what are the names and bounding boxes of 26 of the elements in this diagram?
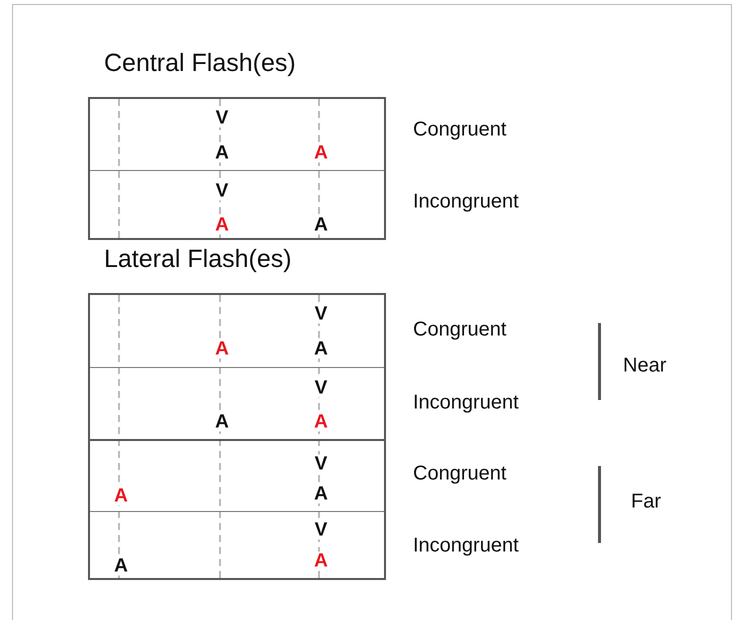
condition-label: Incongruent <box>413 534 519 558</box>
stimulus-letter: V <box>314 304 328 324</box>
stimulus-letter: A <box>313 216 329 234</box>
stimulus-letter: A <box>214 412 230 432</box>
group-label: Far <box>631 490 661 514</box>
stimulus-letter: V <box>314 378 328 398</box>
stimulus-letter: A <box>113 486 129 506</box>
stimulus-letter: A <box>214 340 230 358</box>
condition-label: Congruent <box>413 318 506 342</box>
section-heading: Central Flash(es) <box>104 49 296 78</box>
stimulus-letter: A <box>313 484 329 504</box>
section-heading: Lateral Flash(es) <box>104 245 292 274</box>
stimulus-letter: V <box>214 108 230 128</box>
stimulus-letter: A <box>313 144 329 162</box>
condition-label: Incongruent <box>413 392 519 414</box>
stimulus-letter: V <box>214 182 230 200</box>
group-label: Near <box>623 354 666 378</box>
condition-label: Congruent <box>413 118 506 142</box>
stimulus-letter: V <box>314 520 328 540</box>
condition-label: Incongruent <box>413 190 519 214</box>
stimulus-letter: A <box>313 340 329 358</box>
stimulus-letter: A <box>214 216 230 234</box>
stimulus-letter: A <box>214 144 230 162</box>
stimulus-letter: A <box>113 556 129 576</box>
condition-label: Congruent <box>413 462 506 486</box>
stimulus-letter: A <box>313 412 329 432</box>
